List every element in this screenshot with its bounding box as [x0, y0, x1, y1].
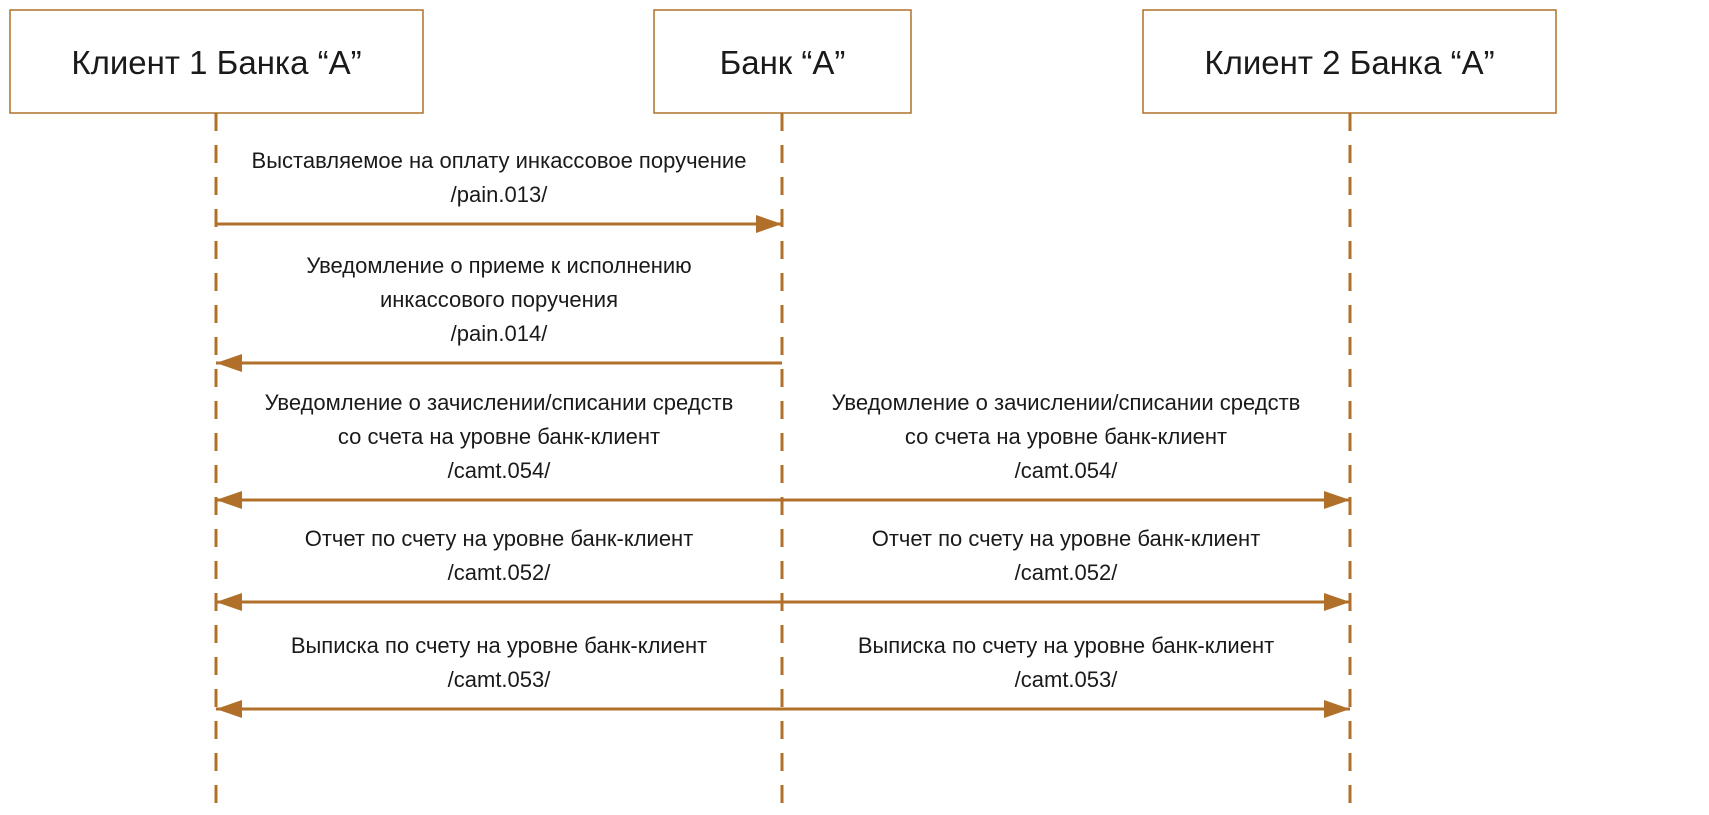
arrowhead-icon — [1324, 700, 1350, 718]
arrowhead-icon — [216, 593, 242, 611]
message-label: /pain.013/ — [451, 182, 549, 207]
message-label: Выписка по счету на уровне банк-клиент — [291, 633, 707, 658]
message-label: Отчет по счету на уровне банк-клиент — [305, 526, 694, 551]
message-label: инкассового поручения — [380, 287, 618, 312]
message-label: со счета на уровне банк-клиент — [338, 424, 660, 449]
participant-box — [1142, 9, 1557, 114]
participant-box — [9, 9, 424, 114]
participant-label: Клиент 1 Банка “А” — [71, 44, 361, 81]
arrowhead-icon — [1324, 491, 1350, 509]
participant-box — [653, 9, 912, 114]
message-label: Выставляемое на оплату инкассовое поруче… — [252, 148, 747, 173]
message-label: Выписка по счету на уровне банк-клиент — [858, 633, 1274, 658]
arrowhead-icon — [756, 215, 782, 233]
message-label: /camt.052/ — [1015, 560, 1119, 585]
arrowhead-icon — [216, 491, 242, 509]
message-label: со счета на уровне банк-клиент — [905, 424, 1227, 449]
arrowhead-icon — [216, 700, 242, 718]
participant-label: Банк “А” — [720, 44, 846, 81]
message-label: /camt.054/ — [1015, 458, 1119, 483]
participant-label: Клиент 2 Банка “А” — [1204, 44, 1494, 81]
message-label: /camt.054/ — [448, 458, 552, 483]
message-label: Отчет по счету на уровне банк-клиент — [872, 526, 1261, 551]
arrowhead-icon — [216, 354, 242, 372]
message-label: /camt.053/ — [1015, 667, 1119, 692]
arrowhead-icon — [1324, 593, 1350, 611]
message-label: /camt.052/ — [448, 560, 552, 585]
message-label: Уведомление о зачислении/списании средст… — [265, 390, 734, 415]
message-label: Уведомление о зачислении/списании средст… — [832, 390, 1301, 415]
message-label: Уведомление о приеме к исполнению — [306, 253, 691, 278]
message-label: /pain.014/ — [451, 321, 549, 346]
message-label: /camt.053/ — [448, 667, 552, 692]
